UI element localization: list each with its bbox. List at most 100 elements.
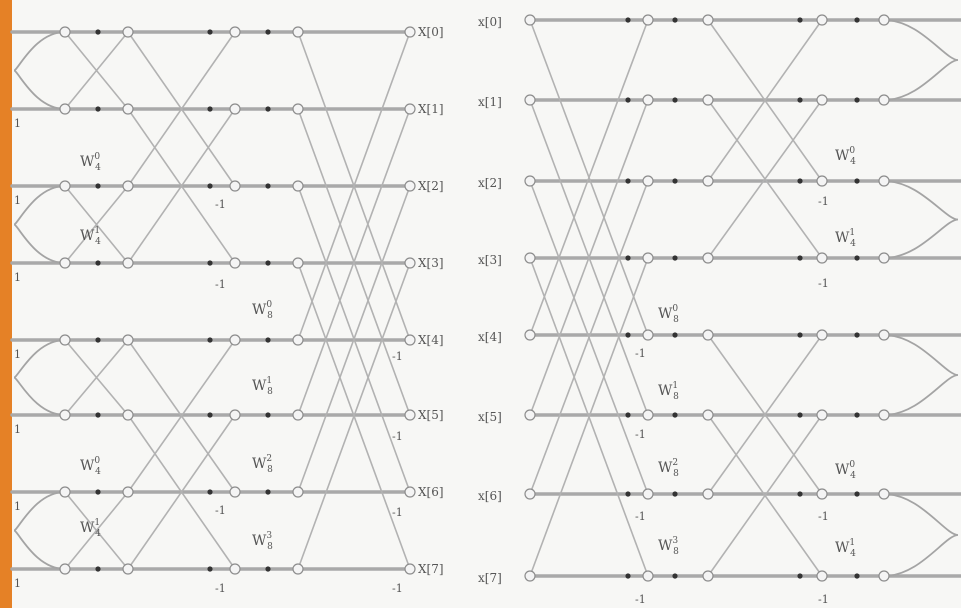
arrow-dot <box>625 97 631 103</box>
left-one-marker: 1 <box>14 500 21 513</box>
junction-node <box>59 409 71 421</box>
arrow-dot <box>95 106 101 112</box>
junction-node <box>524 488 536 500</box>
junction-node <box>702 329 714 341</box>
junction-node <box>292 180 304 192</box>
junction-node <box>59 486 71 498</box>
right-input-label-6: x[6] <box>478 489 502 503</box>
junction-node <box>524 329 536 341</box>
junction-node <box>642 94 654 106</box>
crossing-line <box>64 491 129 570</box>
junction-node <box>642 570 654 582</box>
right-input-label-4: x[4] <box>478 330 502 344</box>
minus-one-label: -1 <box>635 593 646 606</box>
junction-node <box>122 257 134 269</box>
minus-one-label: -1 <box>392 350 403 363</box>
junction-node <box>292 26 304 38</box>
left-one-marker: 1 <box>14 117 21 130</box>
left-output-labels: X[0] X[1] X[2] X[3] X[4] X[5] X[6] X[7] <box>418 25 444 576</box>
arrow-dot <box>854 332 860 338</box>
left-one-marker: 1 <box>14 423 21 436</box>
arrow-dot <box>625 332 631 338</box>
crossing-line <box>707 414 823 577</box>
arrow-dot <box>95 183 101 189</box>
junction-node <box>702 488 714 500</box>
junction-node <box>816 570 828 582</box>
arrow-dot <box>672 491 678 497</box>
crossing-line <box>529 19 649 336</box>
arrow-dot <box>625 573 631 579</box>
junction-node <box>229 486 241 498</box>
right-input-label-7: x[7] <box>478 571 502 585</box>
crossing-line <box>64 339 129 416</box>
junction-node <box>878 252 890 264</box>
right-input-label-5: x[5] <box>478 410 502 424</box>
arrow-dot <box>672 332 678 338</box>
output-curve <box>883 493 959 577</box>
minus-one-label: -1 <box>215 278 226 291</box>
left-output-label-3: X[3] <box>418 256 444 270</box>
junction-node <box>229 563 241 575</box>
junction-node <box>816 94 828 106</box>
minus-one-label: -1 <box>635 510 646 523</box>
minus-one-label: -1 <box>215 198 226 211</box>
arrow-dot <box>265 106 271 112</box>
arrow-dot <box>854 97 860 103</box>
arrow-dot <box>207 566 213 572</box>
minus-one-label: -1 <box>392 430 403 443</box>
output-curve <box>883 19 959 101</box>
minus-one-label: -1 <box>818 195 829 208</box>
arrow-dot <box>625 17 631 23</box>
arrow-dot <box>265 489 271 495</box>
accent-bar <box>0 0 12 608</box>
left-output-label-7: X[7] <box>418 562 444 576</box>
junction-node <box>642 175 654 187</box>
junction-node <box>816 14 828 26</box>
junction-node <box>59 563 71 575</box>
junction-node <box>878 329 890 341</box>
junction-node <box>816 329 828 341</box>
arrow-dot <box>95 337 101 343</box>
junction-node <box>59 334 71 346</box>
junction-node <box>524 252 536 264</box>
junction-node <box>229 257 241 269</box>
junction-node <box>292 409 304 421</box>
left-output-label-1: X[1] <box>418 102 444 116</box>
junction-node <box>229 180 241 192</box>
junction-node <box>122 26 134 38</box>
junction-node <box>229 103 241 115</box>
junction-node <box>404 257 416 269</box>
junction-node <box>702 252 714 264</box>
junction-nodes <box>59 14 890 582</box>
junction-node <box>122 563 134 575</box>
left-minus-one-labels: -1 -1 -1 -1 -1 -1 -1 -1 <box>215 198 403 595</box>
junction-node <box>642 14 654 26</box>
arrow-dot <box>625 412 631 418</box>
junction-node <box>524 409 536 421</box>
arrow-dot <box>207 260 213 266</box>
crossing-line <box>297 185 411 493</box>
left-one-marker: 1 <box>14 577 21 590</box>
arrow-dot <box>625 491 631 497</box>
crossing-line <box>297 31 411 341</box>
junction-node <box>122 103 134 115</box>
minus-one-label: -1 <box>635 347 646 360</box>
junction-node <box>524 94 536 106</box>
arrow-dot <box>95 412 101 418</box>
arrow-dot <box>797 17 803 23</box>
junction-node <box>59 180 71 192</box>
right-diagram-wires <box>528 18 961 578</box>
crossing-line <box>297 262 411 570</box>
crossing-line <box>64 31 129 110</box>
arrow-dot <box>854 255 860 261</box>
